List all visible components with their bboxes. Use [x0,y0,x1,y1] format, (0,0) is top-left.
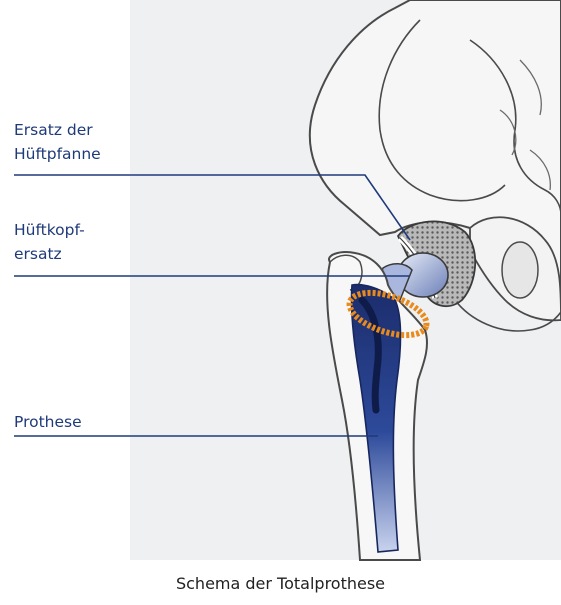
obturator-foramen [502,242,538,298]
label-cup-replacement: Ersatz der Hüftpfanne [14,118,101,166]
label-head-line1: Hüftkopf- [14,218,85,242]
diagram-caption: Schema der Totalprothese [0,574,561,593]
label-cup-line2: Hüftpfanne [14,142,101,166]
label-stem-line1: Prothese [14,410,82,434]
label-cup-line1: Ersatz der [14,118,101,142]
label-head-replacement: Hüftkopf- ersatz [14,218,85,266]
label-prosthesis: Prothese [14,410,82,434]
label-head-line2: ersatz [14,242,85,266]
